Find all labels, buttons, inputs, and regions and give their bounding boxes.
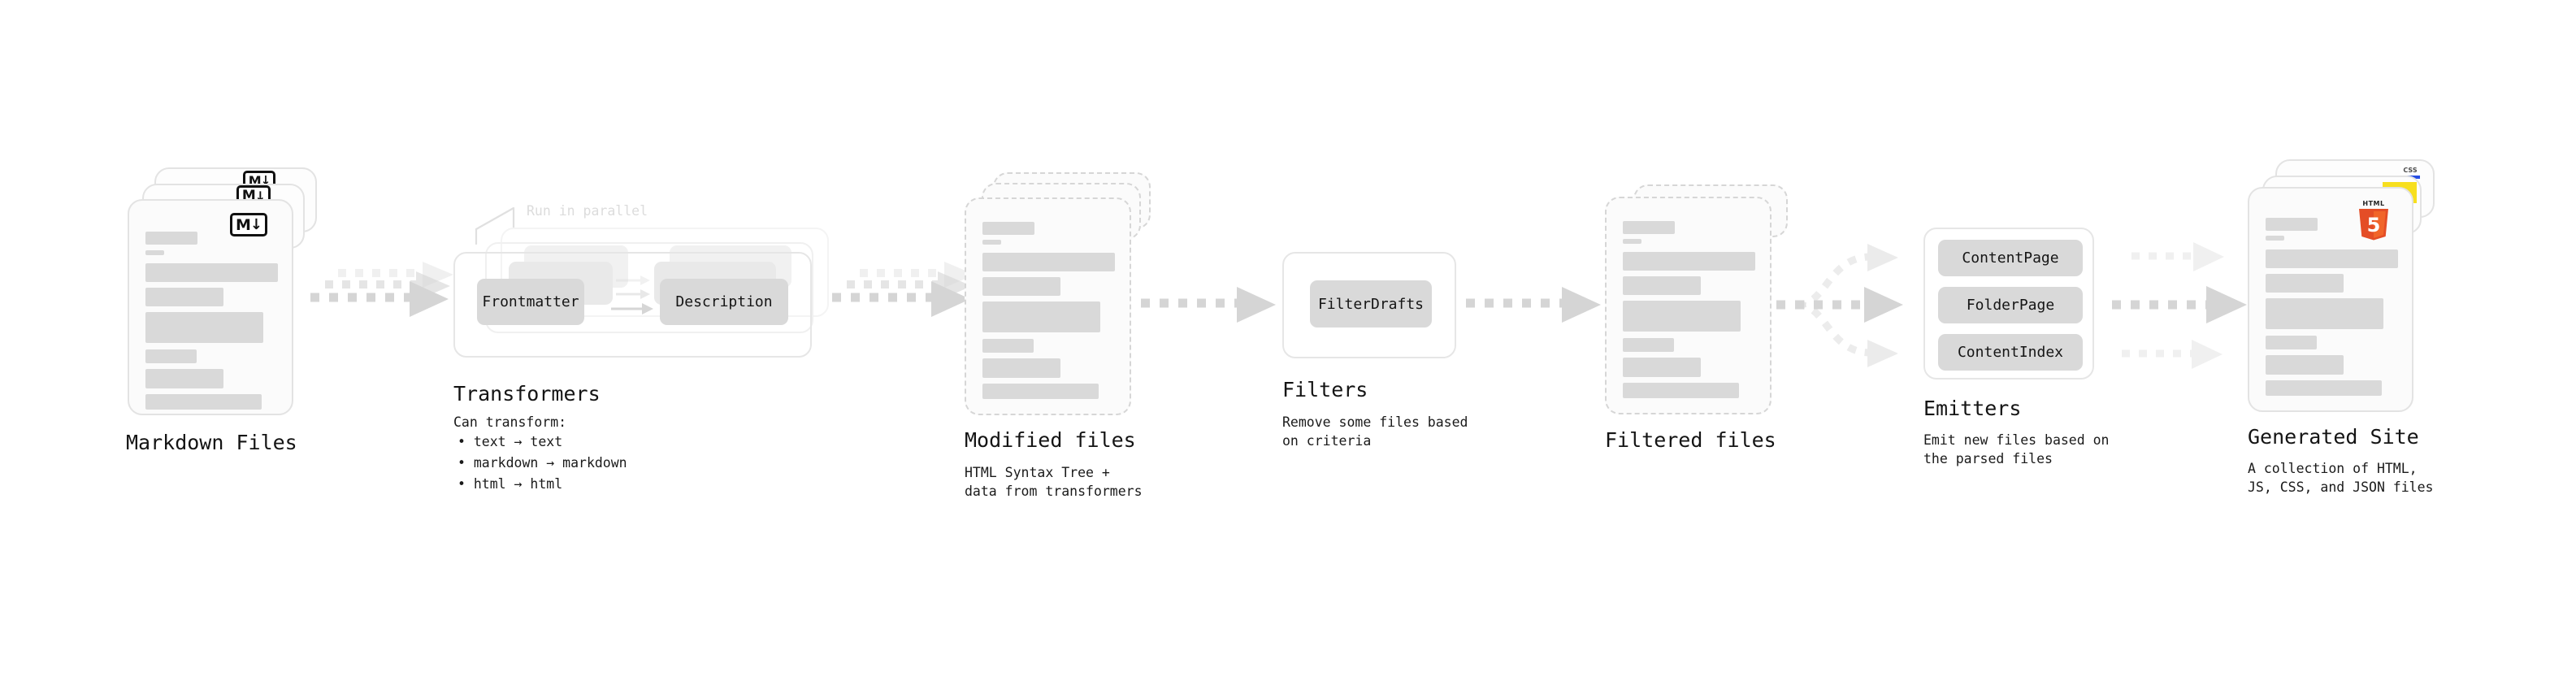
filtered-sheet-front: [1605, 197, 1772, 414]
svg-text:CSS: CSS: [2403, 167, 2417, 174]
skeleton-bar: [2266, 249, 2398, 268]
skeleton-bar: [1623, 276, 1701, 295]
filtered-files-title: Filtered files: [1605, 428, 1776, 452]
modified-files-title: Modified files: [965, 428, 1136, 452]
transformer-chip-frontmatter[interactable]: Frontmatter: [477, 279, 584, 325]
skeleton-bar: [145, 250, 164, 255]
skeleton-bar: [1623, 221, 1675, 234]
filters-description: Remove some files based on criteria: [1282, 414, 1468, 449]
skeleton-bar: [982, 253, 1115, 271]
skeleton-bar: [2266, 274, 2344, 293]
generated-site-description: A collection of HTML, JS, CSS, and JSON …: [2248, 461, 2434, 495]
emitter-chip-contentpage[interactable]: ContentPage: [1938, 240, 2083, 276]
transformers-panel: [453, 252, 812, 358]
connector-md-to-transformers: [310, 262, 453, 317]
generated-site-title: Generated Site: [2248, 425, 2419, 449]
transformers-bullet-2: • html → html: [458, 476, 563, 492]
skeleton-bar: [2266, 218, 2318, 231]
modified-sheet-front: [965, 197, 1131, 415]
emitter-chip-folderpage[interactable]: FolderPage: [1938, 287, 2083, 323]
skeleton-bar: [145, 288, 223, 306]
transformers-description: Can transform:: [453, 414, 567, 430]
skeleton-bar: [982, 222, 1034, 235]
markdown-sheet-front: M↓: [128, 199, 293, 415]
transformer-chip-description[interactable]: Description: [660, 279, 788, 325]
emitter-chip-contentindex[interactable]: ContentIndex: [1938, 334, 2083, 371]
skeleton-bar: [1623, 301, 1741, 332]
transformers-title: Transformers: [453, 382, 601, 406]
skeleton-bar: [2266, 298, 2383, 329]
site-sheet-front: HTML 5: [2248, 187, 2413, 412]
connector-filtered-to-emitters: [1776, 244, 1903, 367]
skeleton-bar: [145, 369, 223, 388]
skeleton-bar: [1623, 338, 1674, 352]
skeleton-bar: [145, 394, 262, 410]
skeleton-bar: [2266, 380, 2382, 396]
transformers-bullet-0: • text → text: [458, 434, 563, 449]
skeleton-bar: [2266, 355, 2344, 375]
skeleton-bar: [145, 312, 263, 343]
svg-text:5: 5: [2367, 214, 2381, 236]
emitters-title: Emitters: [1923, 397, 2022, 420]
skeleton-bar: [1623, 252, 1755, 271]
modified-files-description: HTML Syntax Tree + data from transformer…: [965, 465, 1143, 499]
skeleton-bar: [1623, 358, 1701, 377]
run-in-parallel-label: Run in parallel: [527, 203, 648, 219]
emitters-panel: ContentPage FolderPage ContentIndex: [1923, 228, 2094, 380]
run-in-parallel-bracket: [475, 206, 515, 245]
skeleton-bar: [2266, 236, 2284, 241]
markdown-files-title: Markdown Files: [126, 431, 297, 454]
skeleton-bar: [982, 339, 1034, 353]
connector-transformers-to-modified: [832, 262, 975, 317]
connector-filters-to-filtered: [1466, 287, 1601, 323]
skeleton-bar: [145, 263, 278, 282]
transformers-bullet-1: • markdown → markdown: [458, 455, 627, 471]
filters-title: Filters: [1282, 378, 1368, 401]
skeleton-bar: [145, 349, 197, 363]
svg-text:HTML: HTML: [2362, 200, 2384, 207]
skeleton-bar: [982, 277, 1060, 296]
skeleton-bar: [982, 240, 1001, 245]
filters-panel: FilterDrafts: [1282, 252, 1456, 358]
skeleton-bar: [982, 301, 1100, 332]
markdown-icon: M↓: [230, 213, 267, 236]
emitters-description: Emit new files based on the parsed files: [1923, 432, 2110, 466]
filter-chip-filterdrafts[interactable]: FilterDrafts: [1310, 280, 1432, 327]
skeleton-bar: [982, 358, 1060, 378]
transformer-internal-arrows: [611, 275, 653, 314]
connector-emitters-to-site: [2112, 242, 2247, 369]
html5-icon: HTML 5: [2359, 200, 2388, 241]
skeleton-bar: [982, 384, 1099, 399]
skeleton-bar: [1623, 239, 1641, 244]
skeleton-bar: [1623, 383, 1739, 398]
skeleton-bar: [145, 232, 197, 245]
connector-modified-to-filters: [1141, 287, 1276, 323]
skeleton-bar: [2266, 336, 2317, 349]
